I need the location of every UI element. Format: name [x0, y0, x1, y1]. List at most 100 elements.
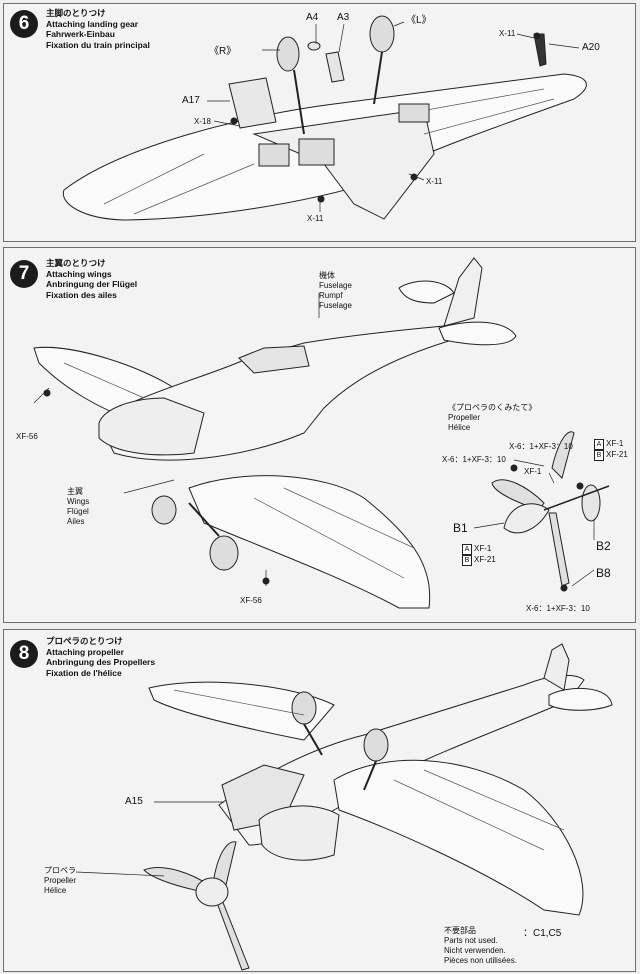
label-b2: B2 — [596, 539, 611, 553]
step-number-badge: 8 — [10, 640, 38, 668]
stabilizer — [548, 687, 613, 711]
part-a4 — [307, 41, 321, 51]
unused-jp: 不要部品 — [444, 926, 476, 935]
wings-label: 主翼 Wings Flügel Ailes — [67, 487, 89, 527]
label-x18: X-18 — [194, 117, 211, 126]
fuselage-de: Rumpf — [319, 291, 343, 300]
xf1-left: XF-1 — [474, 544, 492, 553]
landing-gear-diagram — [62, 15, 587, 221]
label-b8: B8 — [596, 566, 611, 580]
label-b1: B1 — [453, 521, 468, 535]
xf1-right: XF-1 — [606, 439, 624, 448]
label-a3: A3 — [337, 12, 350, 23]
prop-fr: Hélice — [44, 886, 67, 895]
step-title: 主脚のとりつけ Attaching landing gear Fahrwerk-… — [46, 8, 150, 50]
label-a4: A4 — [306, 12, 319, 23]
spinner — [195, 877, 229, 907]
fin — [543, 643, 570, 691]
unused-fr: Pièces non utilisées. — [444, 956, 517, 965]
label-right-gear: 《R》 — [209, 46, 237, 57]
stabilizer-right — [438, 321, 517, 346]
step-title: 主翼のとりつけ Attaching wings Anbringung der F… — [46, 258, 137, 300]
propeller-attachment-diagram — [75, 643, 613, 971]
title-german: Anbringung der Flügel — [46, 279, 138, 289]
unused-parts-note: 不要部品 Parts not used. Nicht verwenden. Pi… — [444, 926, 517, 966]
title-french: Fixation de l'hélice — [46, 667, 122, 678]
label-mix-3: X-6：1+XF-3：10 — [526, 604, 590, 613]
wings-fr: Ailes — [67, 517, 85, 526]
title-english: Attaching propeller — [46, 646, 124, 657]
title-german: Fahrwerk-Einbau — [46, 29, 115, 39]
gear-door-a3 — [325, 51, 345, 83]
unused-de: Nicht verwenden. — [444, 946, 506, 955]
prop-jp: プロペラ — [44, 866, 76, 875]
propeller-assembly-title: 《プロペラのくみたて》 Propeller Hélice — [448, 403, 536, 433]
wing-attachment-diagram — [33, 257, 610, 609]
label-x11-top: X-11 — [499, 29, 516, 38]
prop-en: Propeller — [448, 413, 481, 422]
box-b: B — [594, 450, 604, 461]
gear-wheel-right — [276, 36, 300, 72]
box-b: B — [462, 555, 472, 566]
label-x11-right: X-11 — [426, 177, 443, 186]
label-mix-2: X-6：1+XF-3：10 — [442, 455, 506, 464]
unused-parts-list: ：C1,C5 — [523, 928, 562, 939]
xf21-left: XF-21 — [474, 555, 496, 564]
prop-fr: Hélice — [448, 423, 471, 432]
prop-blade-left — [491, 479, 545, 511]
title-japanese: 主脚のとりつけ — [46, 8, 106, 18]
prop-en: Propeller — [44, 876, 77, 885]
xf21-right: XF-21 — [606, 450, 628, 459]
box-a: A — [594, 439, 604, 450]
fuselage-jp: 機体 — [319, 271, 335, 280]
title-english: Attaching wings — [46, 268, 112, 279]
wing-rear-left — [148, 681, 335, 741]
wings-en: Wings — [67, 497, 90, 506]
part-a20 — [533, 33, 547, 67]
label-left-gear: 《L》 — [406, 15, 432, 26]
radiator-part-a17 — [228, 77, 277, 129]
prop-title-jp: 《プロペラのくみたて》 — [448, 403, 537, 412]
title-japanese: プロペラのとりつけ — [46, 636, 123, 646]
gear-wheel — [209, 535, 239, 571]
title-japanese: 主翼のとりつけ — [46, 258, 106, 268]
step-6-panel: 6 主脚のとりつけ Attaching landing gear Fahrwer… — [3, 3, 636, 242]
fuselage-en: Fuselage — [319, 281, 352, 290]
prop-blade-top — [551, 431, 575, 479]
propeller-label: プロペラ Propeller Hélice — [44, 866, 76, 896]
fuselage-fr: Fuselage — [319, 301, 352, 310]
spinner-b1 — [503, 503, 550, 534]
label-mix-1: X-6：1+XF-3：10 — [509, 442, 573, 451]
fuselage-label: 機体 Fuselage Rumpf Fuselage — [319, 271, 352, 311]
wing-front-right — [333, 759, 584, 916]
stabilizer-left — [398, 280, 455, 304]
label-xf56-left: XF-56 — [16, 432, 38, 441]
label-a20: A20 — [582, 42, 600, 53]
canopy — [238, 345, 310, 374]
step-8-panel: 8 プロペラのとりつけ Attaching propeller Anbringu… — [3, 629, 636, 972]
label-x11-bottom: X-11 — [307, 214, 324, 223]
title-french: Fixation des ailes — [46, 289, 117, 300]
right-wing — [188, 475, 431, 609]
fin — [443, 257, 483, 327]
prop-blade-top — [213, 841, 237, 886]
step-7-panel: 7 主翼のとりつけ Attaching wings Anbringung der… — [3, 247, 636, 623]
title-french: Fixation du train principal — [46, 39, 150, 50]
label-xf1-mid: XF-1 — [524, 467, 542, 476]
wings-jp: 主翼 — [67, 487, 83, 496]
gear-wheel-left — [369, 15, 395, 53]
label-a15: A15 — [125, 796, 143, 807]
title-english: Attaching landing gear — [46, 18, 139, 29]
title-german: Anbringung des Propellers — [46, 657, 156, 667]
prop-blade-bottom — [215, 899, 250, 971]
step-title: プロペラのとりつけ Attaching propeller Anbringung… — [46, 636, 155, 678]
step-number-badge: 6 — [10, 10, 38, 38]
label-a17: A17 — [182, 95, 200, 106]
wings-de: Flügel — [67, 507, 89, 516]
label-xf56-bottom: XF-56 — [240, 596, 262, 605]
unused-en: Parts not used. — [444, 936, 498, 945]
step-number-badge: 7 — [10, 260, 38, 288]
box-a: A — [462, 544, 472, 555]
